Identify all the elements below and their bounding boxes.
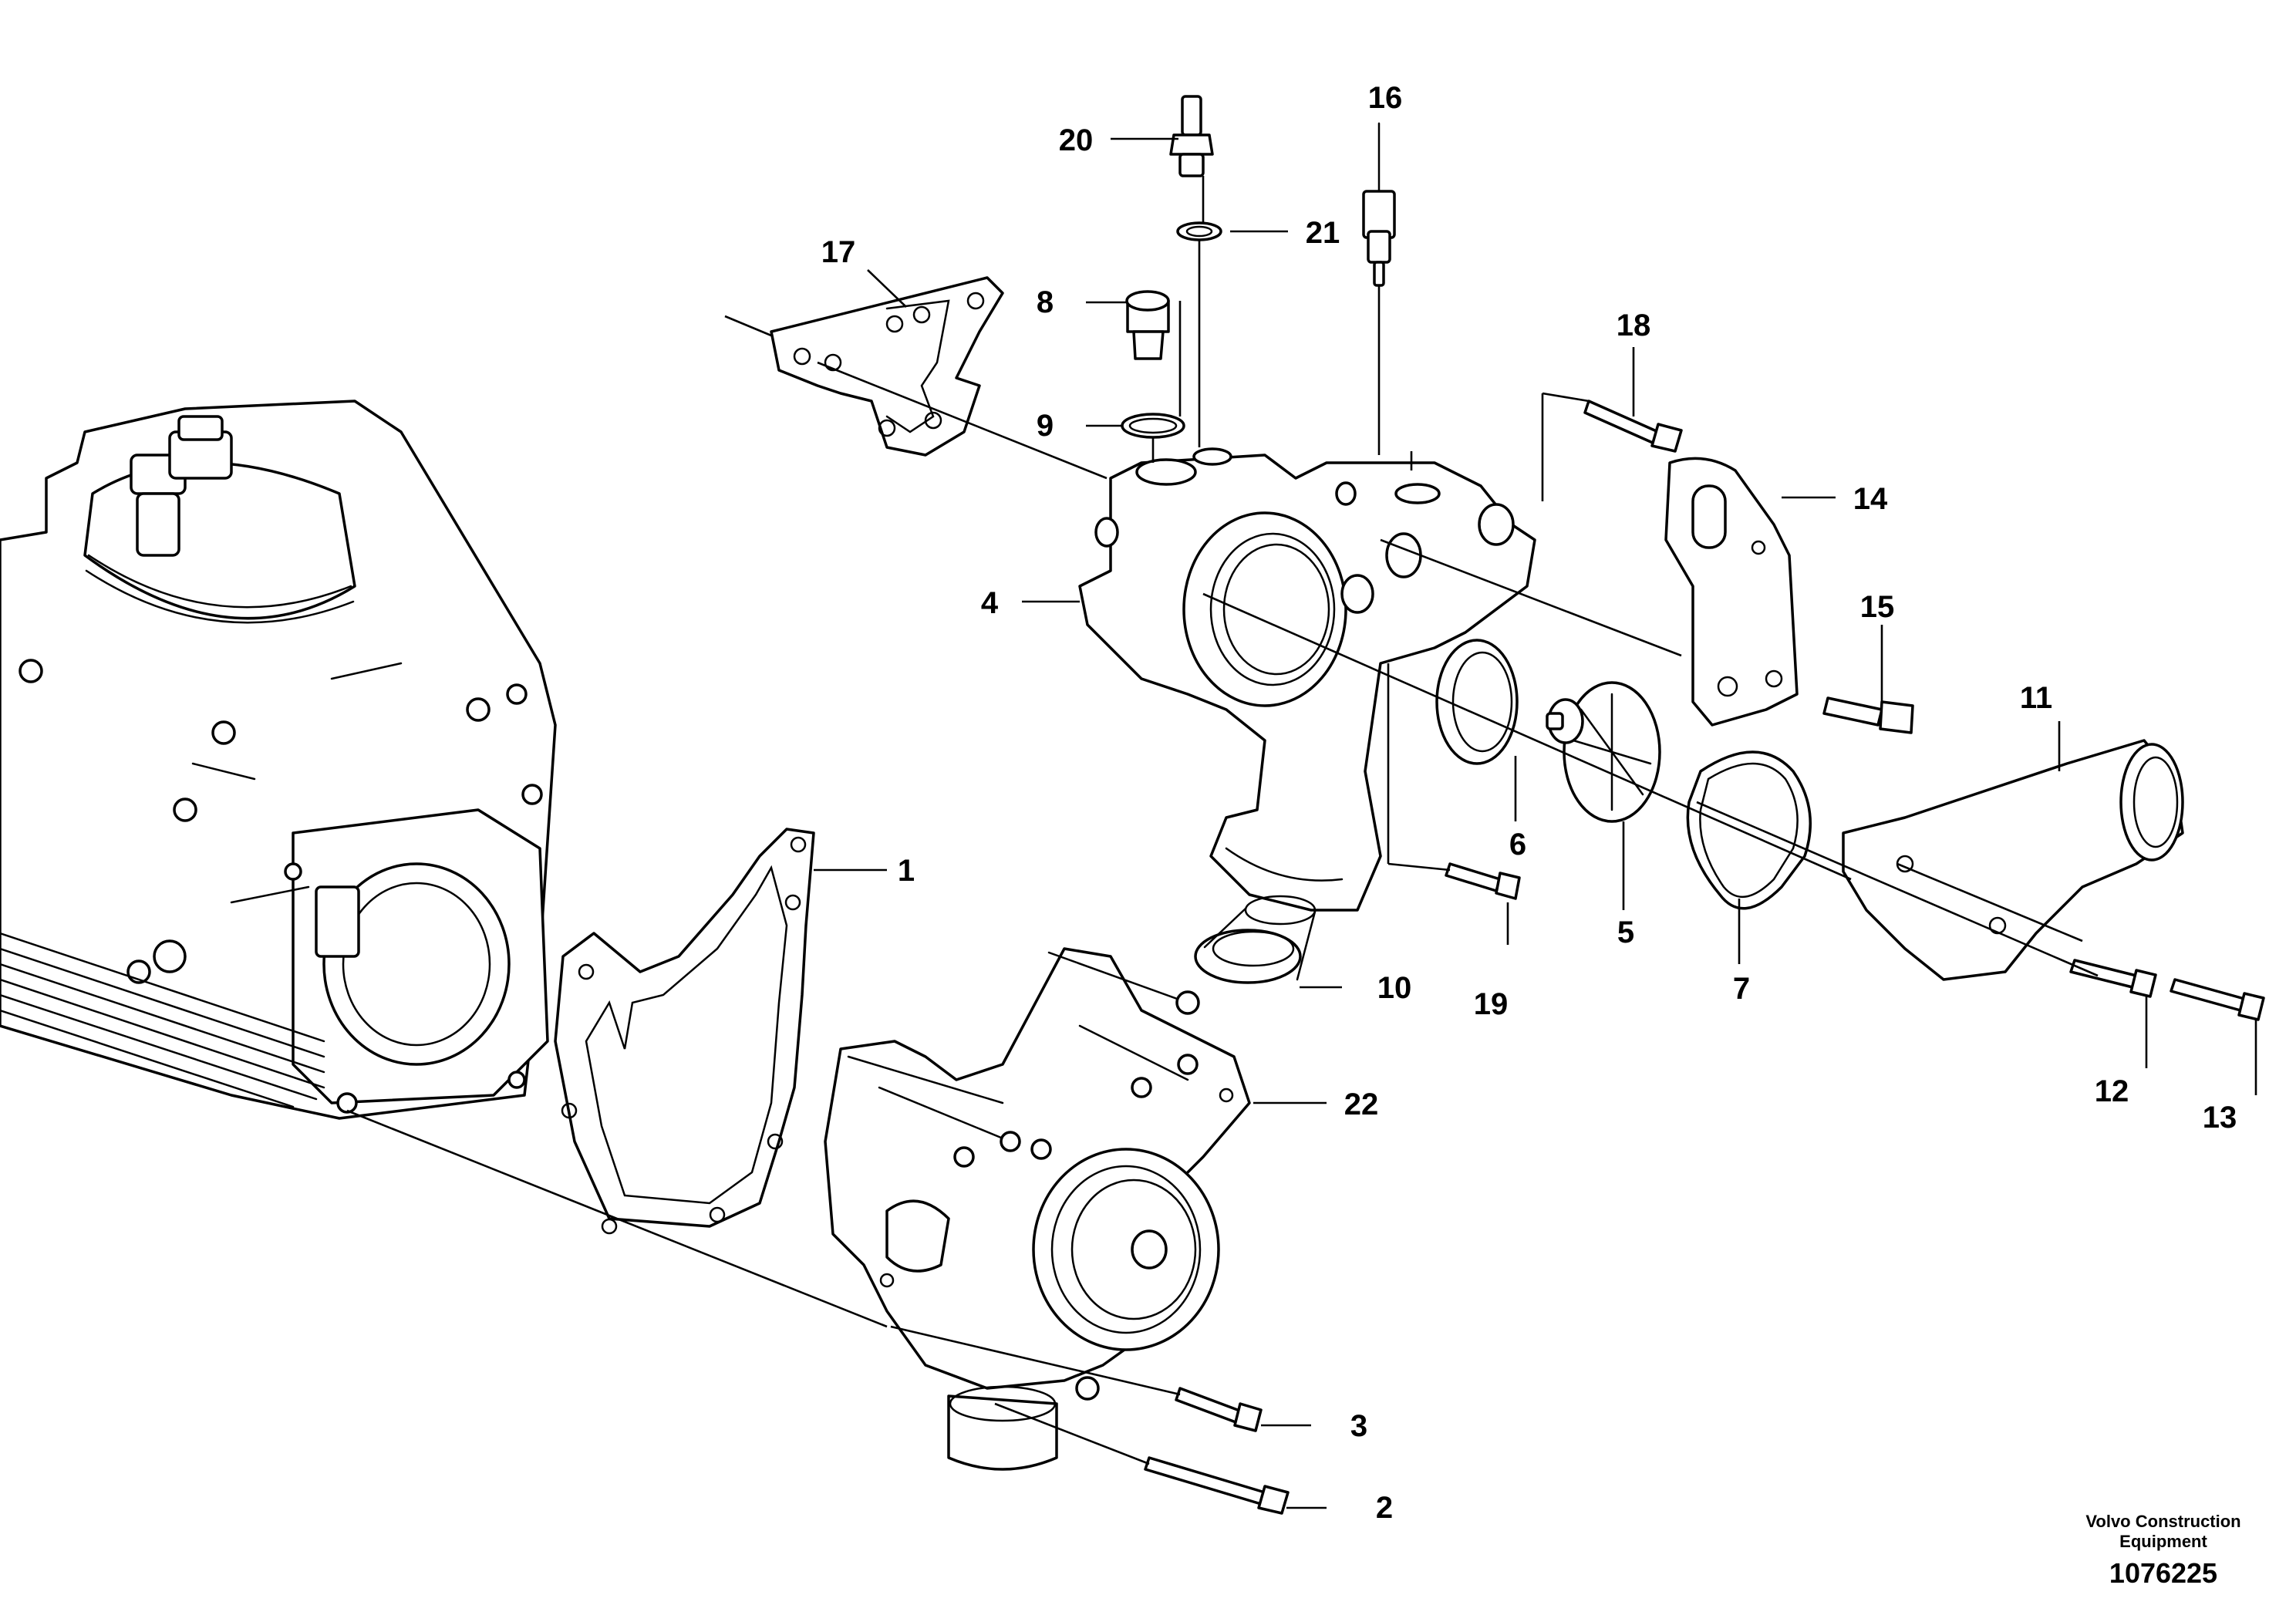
screw-part-13 bbox=[2170, 978, 2265, 1021]
callout-1: 1 bbox=[898, 854, 915, 888]
callout-3: 3 bbox=[1350, 1409, 1367, 1443]
callout-labels: 1 2 3 4 5 6 7 8 9 10 11 12 13 14 15 16 1… bbox=[821, 81, 2237, 1525]
callout-20: 20 bbox=[1059, 123, 1094, 157]
screw-part-12 bbox=[2069, 959, 2157, 998]
engine-block bbox=[0, 400, 557, 1120]
callout-7: 7 bbox=[1733, 972, 1750, 1006]
callout-22: 22 bbox=[1344, 1088, 1379, 1121]
callout-17: 17 bbox=[821, 235, 856, 269]
union-fitting-part-20 bbox=[1169, 95, 1214, 177]
callout-6: 6 bbox=[1509, 828, 1526, 862]
bracket-part-17 bbox=[770, 276, 1004, 457]
screw-part-2 bbox=[1144, 1456, 1290, 1515]
drawing-number: 1076225 bbox=[2109, 1557, 2217, 1589]
gasket-part-1 bbox=[554, 828, 815, 1235]
thermostat-housing-part-4 bbox=[1078, 447, 1536, 912]
o-ring-part-9 bbox=[1121, 413, 1185, 439]
callout-13: 13 bbox=[2203, 1101, 2237, 1135]
screw-part-18 bbox=[1583, 400, 1683, 453]
callout-18: 18 bbox=[1617, 309, 1651, 342]
gasket-part-7 bbox=[1686, 750, 1812, 910]
outlet-elbow-part-11 bbox=[1842, 739, 2184, 981]
callout-14: 14 bbox=[1853, 482, 1888, 516]
seal-part-10 bbox=[1194, 895, 1317, 984]
screw-part-3 bbox=[1175, 1387, 1263, 1432]
company-name-line1: Volvo Construction bbox=[2085, 1512, 2240, 1531]
callout-8: 8 bbox=[1037, 285, 1054, 319]
hex-bolt-part-15 bbox=[1822, 696, 1914, 734]
callout-21: 21 bbox=[1306, 216, 1340, 250]
screw-part-19 bbox=[1445, 862, 1521, 900]
callout-9: 9 bbox=[1037, 409, 1054, 443]
callout-4: 4 bbox=[981, 586, 999, 620]
callout-19: 19 bbox=[1474, 987, 1509, 1021]
callout-11: 11 bbox=[2020, 681, 2052, 715]
leader-lines bbox=[346, 137, 2257, 1509]
callout-5: 5 bbox=[1617, 916, 1634, 949]
seal-ring-part-6 bbox=[1435, 639, 1519, 765]
plug-part-8 bbox=[1125, 290, 1170, 360]
callout-16: 16 bbox=[1368, 81, 1403, 115]
callout-12: 12 bbox=[2095, 1074, 2129, 1108]
temperature-sensor-part-16 bbox=[1362, 122, 1396, 287]
bracket-plate-part-14 bbox=[1664, 457, 1799, 727]
water-pump-part-22 bbox=[824, 947, 1251, 1471]
washer-part-21 bbox=[1176, 221, 1222, 241]
company-name-line2: Equipment bbox=[2119, 1532, 2207, 1551]
footer-block: Volvo Construction Equipment 1076225 bbox=[2085, 1512, 2240, 1589]
callout-15: 15 bbox=[1860, 590, 1895, 624]
callout-10: 10 bbox=[1377, 971, 1412, 1005]
callout-2: 2 bbox=[1376, 1491, 1393, 1525]
